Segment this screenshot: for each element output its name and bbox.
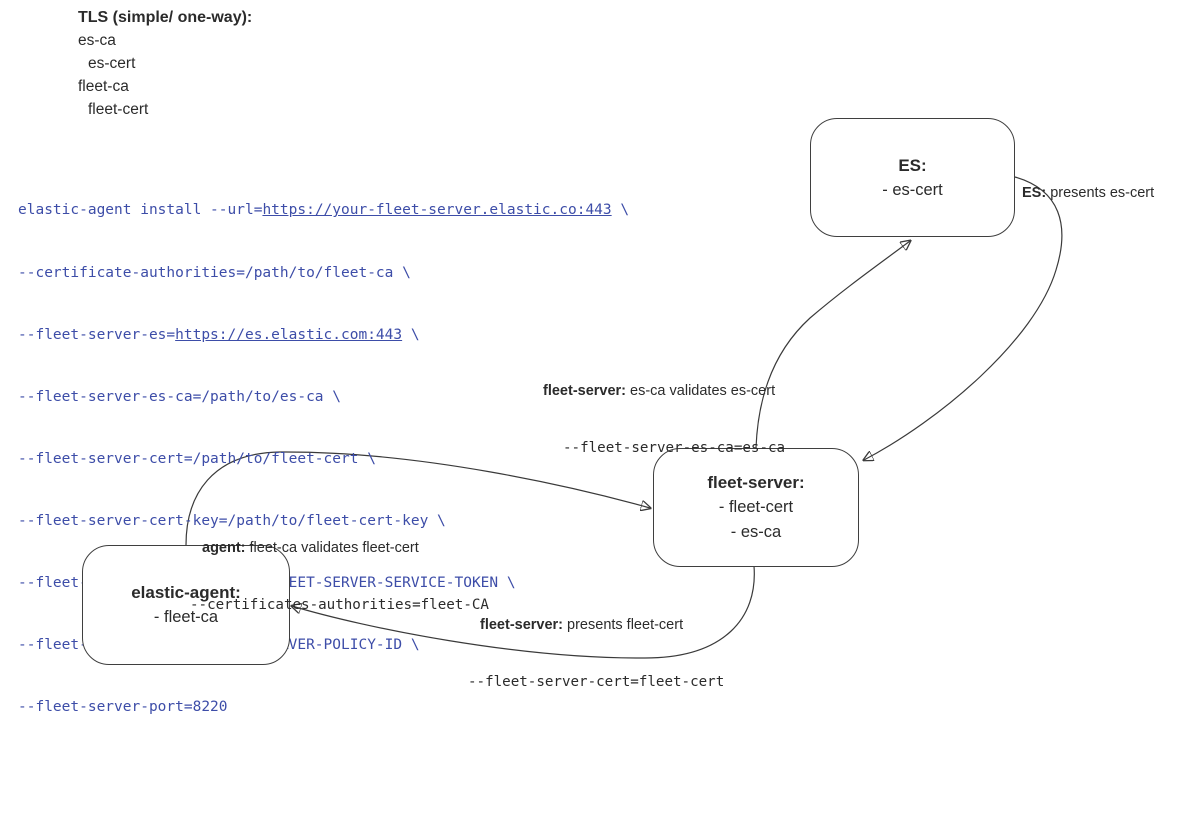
node-elastic-agent-item: - fleet-ca: [153, 608, 219, 626]
tls-legend: TLS (simple/ one-way): es-ca es-cert fle…: [78, 6, 252, 121]
node-elastic-agent-title: elastic-agent:: [131, 583, 241, 602]
label-es-presents-es-cert: ES: presents es-cert: [1022, 146, 1154, 241]
tls-legend-item-es-ca: es-ca: [78, 32, 116, 49]
node-es-item: - es-cert: [882, 180, 943, 199]
fleet-server-url-link[interactable]: https://your-fleet-server.elastic.co:443: [262, 202, 612, 219]
command-text: \: [611, 202, 630, 219]
node-elastic-agent: elastic-agent: - fleet-ca: [82, 545, 290, 665]
command-line: --fleet-server-cert-key=/path/to/fleet-c…: [18, 511, 629, 532]
node-fleet-server-item: - fleet-cert: [718, 498, 794, 516]
label-text: fleet-ca validates fleet-cert: [245, 540, 419, 556]
command-text: --fleet-server-port=8220: [18, 699, 228, 716]
label-agent-validates-fleet-cert: agent: fleet-ca validates fleet-cert --c…: [190, 501, 489, 653]
node-fleet-server-title: fleet-server:: [707, 473, 805, 492]
node-fleet-server: fleet-server: - fleet-cert - es-ca: [653, 448, 859, 567]
command-text: elastic-agent install --url=: [18, 202, 263, 219]
tls-legend-title: TLS (simple/ one-way):: [78, 9, 253, 26]
command-text: \: [402, 326, 420, 343]
label-code: --fleet-server-es-ca=es-ca: [563, 440, 786, 456]
command-text: --fleet-server-cert=/path/to/fleet-cert …: [18, 450, 376, 467]
command-line: --certificate-authorities=/path/to/fleet…: [18, 263, 629, 284]
label-bold: fleet-server:: [543, 383, 627, 399]
label-line: fleet-server: presents fleet-cert: [468, 616, 724, 635]
label-text: presents es-cert: [1046, 185, 1155, 201]
command-line: elastic-agent install --url=https://your…: [18, 200, 629, 221]
node-es-title: ES:: [898, 155, 927, 175]
label-bold: fleet-server:: [480, 617, 564, 633]
label-text: es-ca validates es-cert: [626, 383, 776, 399]
es-url-link[interactable]: https://es.elastic.com:443: [175, 326, 403, 343]
label-bold: ES:: [1022, 185, 1047, 201]
command-text: --fleet-server-es-ca=/path/to/es-ca \: [18, 388, 342, 405]
command-line: --fleet-server-port=8220: [18, 697, 629, 718]
label-code: --fleet-server-cert=fleet-cert: [468, 674, 725, 690]
tls-legend-item-es-cert: es-cert: [88, 55, 136, 72]
label-fleet-server-validates-es-cert: fleet-server: es-ca validates es-cert --…: [543, 344, 785, 496]
label-line: ES: presents es-cert: [1022, 184, 1154, 203]
node-es: ES: - es-cert: [810, 118, 1015, 237]
label-code: --certificates-authorities=fleet-CA: [190, 597, 489, 613]
command-line: --fleet-server-es=https://es.elastic.com…: [18, 325, 629, 346]
tls-legend-item-fleet-ca: fleet-ca: [78, 78, 129, 95]
label-text: presents fleet-cert: [563, 617, 684, 633]
label-line: fleet-server: es-ca validates es-cert: [543, 382, 785, 401]
tls-legend-item-fleet-cert: fleet-cert: [88, 101, 149, 118]
label-bold: agent:: [202, 540, 246, 556]
command-line: --fleet-server-cert=/path/to/fleet-cert …: [18, 449, 629, 470]
command-text: --fleet-server-es=: [18, 326, 176, 343]
label-line: agent: fleet-ca validates fleet-cert: [190, 539, 489, 558]
command-text: --fleet-server-cert-key=/path/to/fleet-c…: [18, 512, 446, 529]
command-text: --certificate-authorities=/path/to/fleet…: [18, 264, 411, 281]
command-line: --fleet-server-es-ca=/path/to/es-ca \: [18, 387, 629, 408]
label-fleet-server-presents-fleet-cert: fleet-server: presents fleet-cert --flee…: [468, 578, 724, 730]
node-fleet-server-item: - es-ca: [730, 523, 782, 541]
